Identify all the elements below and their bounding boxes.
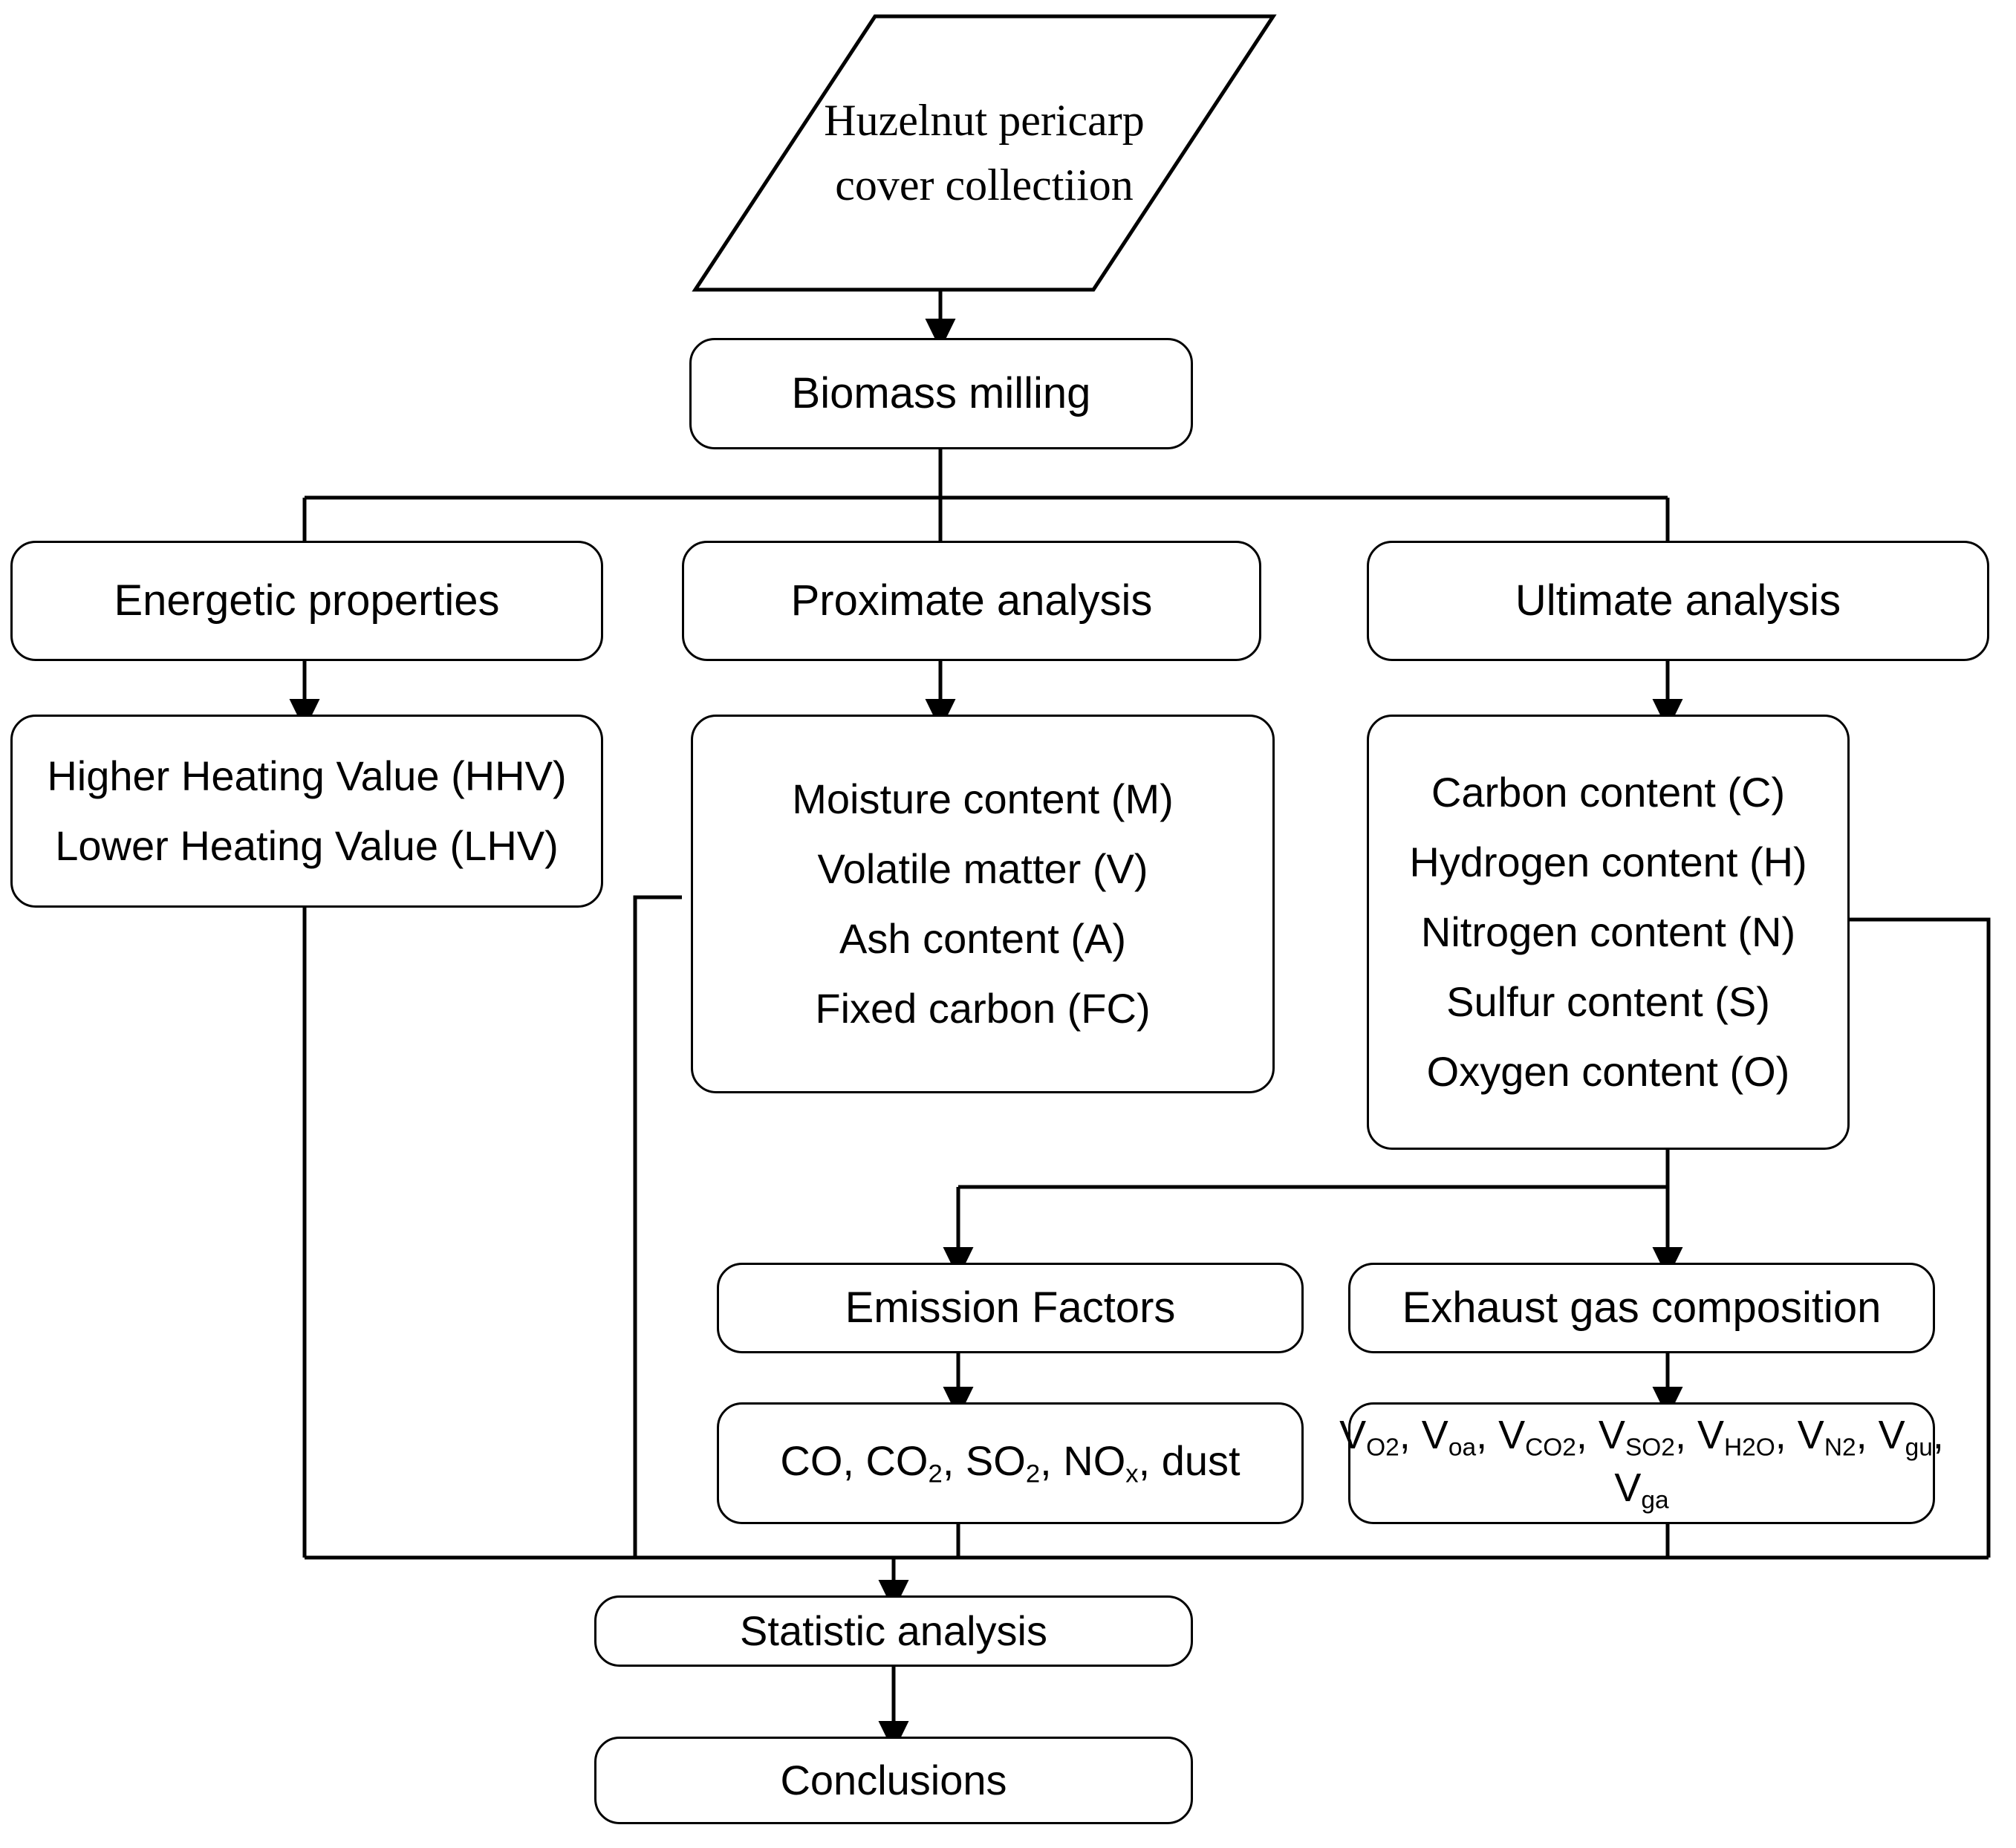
node-ultimate-analysis-label: Ultimate analysis bbox=[1515, 576, 1841, 625]
collection-line-2: cover collectiion bbox=[835, 160, 1134, 209]
node-exhaust-gas-label: Exhaust gas composition bbox=[1402, 1283, 1882, 1332]
proximate-item: Fixed carbon (FC) bbox=[815, 985, 1151, 1032]
node-conclusions[interactable]: Conclusions bbox=[594, 1737, 1193, 1824]
node-statistic-analysis[interactable]: Statistic analysis bbox=[594, 1595, 1193, 1667]
node-proximate-analysis-label: Proximate analysis bbox=[790, 576, 1153, 625]
node-emission-species[interactable]: CO, CO2, SO2, NOx, dust bbox=[717, 1402, 1304, 1524]
ultimate-item: Nitrogen content (N) bbox=[1420, 908, 1796, 955]
node-exhaust-volumes[interactable]: VO2, Voa, VCO2, VSO2, VH2O, VN2, Vgu, Vg… bbox=[1339, 1402, 1944, 1524]
node-emission-species-label: CO, CO2, SO2, NOx, dust bbox=[780, 1437, 1241, 1489]
ultimate-item: Oxygen content (O) bbox=[1426, 1048, 1790, 1095]
heating-value-item: Higher Heating Value (HHV) bbox=[47, 752, 567, 799]
merge-leg-proximate bbox=[633, 895, 682, 1558]
node-biomass-milling[interactable]: Biomass milling bbox=[689, 338, 1193, 449]
node-proximate-items[interactable]: Moisture content (M) Volatile matter (V)… bbox=[691, 715, 1275, 1093]
exhaust-volumes-line-1: VO2, Voa, VCO2, VSO2, VH2O, VN2, Vgu, bbox=[1339, 1412, 1944, 1462]
ultimate-item: Carbon content (C) bbox=[1431, 769, 1786, 816]
parallelogram-shape bbox=[692, 14, 1277, 292]
node-conclusions-label: Conclusions bbox=[780, 1757, 1007, 1803]
node-collection[interactable]: Huzelnut pericarp cover collectiion bbox=[691, 12, 1278, 294]
node-proximate-analysis[interactable]: Proximate analysis bbox=[682, 541, 1261, 661]
node-collection-text: Huzelnut pericarp cover collectiion bbox=[691, 12, 1278, 294]
node-heating-values[interactable]: Higher Heating Value (HHV) Lower Heating… bbox=[10, 715, 603, 908]
node-ultimate-items[interactable]: Carbon content (C) Hydrogen content (H) … bbox=[1367, 715, 1850, 1150]
ultimate-item: Sulfur content (S) bbox=[1446, 978, 1770, 1025]
node-energetic-properties[interactable]: Energetic properties bbox=[10, 541, 603, 661]
node-exhaust-gas[interactable]: Exhaust gas composition bbox=[1348, 1263, 1935, 1353]
node-emission-factors[interactable]: Emission Factors bbox=[717, 1263, 1304, 1353]
node-biomass-milling-label: Biomass milling bbox=[791, 368, 1091, 417]
proximate-item: Moisture content (M) bbox=[792, 775, 1174, 822]
exhaust-volumes-line-2: Vga bbox=[1614, 1465, 1669, 1514]
proximate-item: Volatile matter (V) bbox=[817, 845, 1148, 892]
heating-value-item: Lower Heating Value (LHV) bbox=[55, 822, 559, 869]
node-statistic-analysis-label: Statistic analysis bbox=[740, 1607, 1047, 1654]
collection-line-1: Huzelnut pericarp bbox=[824, 96, 1145, 145]
node-energetic-properties-label: Energetic properties bbox=[114, 576, 500, 625]
node-ultimate-analysis[interactable]: Ultimate analysis bbox=[1367, 541, 1989, 661]
proximate-item: Ash content (A) bbox=[839, 915, 1126, 962]
ultimate-item: Hydrogen content (H) bbox=[1409, 839, 1807, 885]
node-emission-factors-label: Emission Factors bbox=[845, 1283, 1176, 1332]
